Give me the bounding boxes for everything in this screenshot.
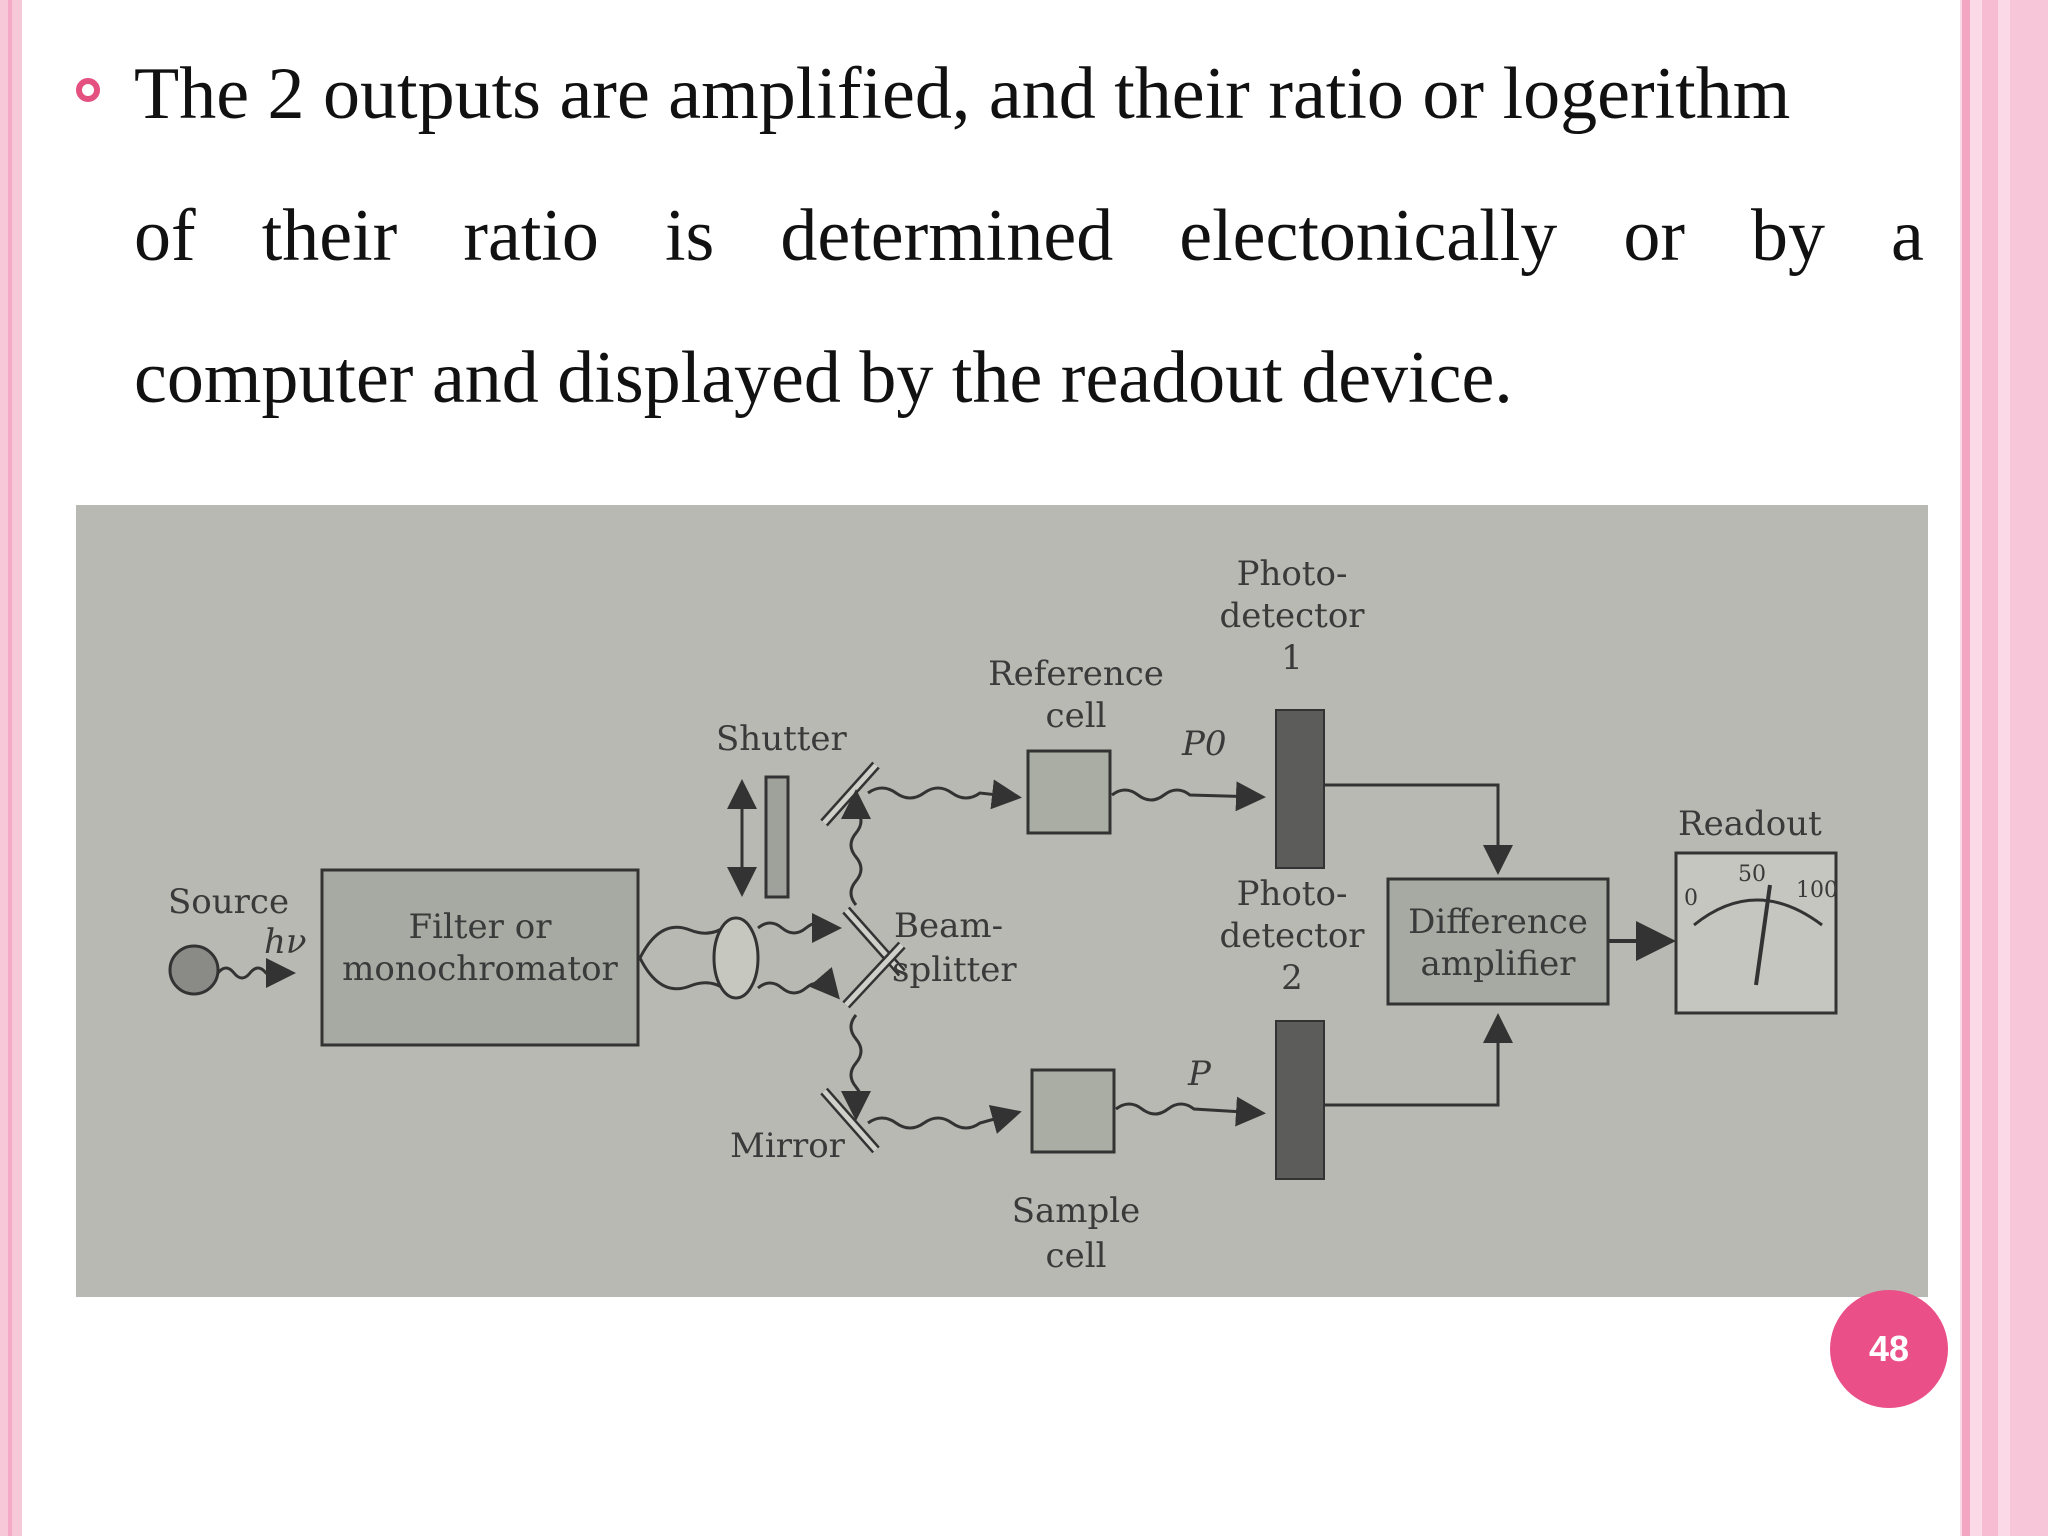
light-ray-p xyxy=(1115,1096,1266,1127)
light-ray-p0 xyxy=(1111,781,1266,812)
sample-cell-box xyxy=(1030,1068,1116,1154)
hv-label: hν xyxy=(264,922,307,962)
light-ray-lower xyxy=(638,957,727,992)
right-border-stripe xyxy=(1982,0,1998,1536)
word: is xyxy=(664,195,715,277)
source-lamp-icon xyxy=(168,944,220,996)
mirror-label: Mirror xyxy=(730,1126,846,1166)
page-number-badge: 48 xyxy=(1830,1290,1948,1408)
p0-label: P0 xyxy=(1181,724,1227,764)
meter-needle xyxy=(1754,884,1772,986)
beam-splitter-label-line1: Beam- xyxy=(894,906,1003,946)
photodetector-2 xyxy=(1275,1020,1325,1180)
amplifier-label-line2: amplifier xyxy=(1420,944,1576,984)
readout-label: Readout xyxy=(1678,804,1822,844)
shutter-label: Shutter xyxy=(716,719,848,759)
word: ratio xyxy=(463,195,599,277)
word: or xyxy=(1623,195,1685,277)
beam-splitter-label-line2: splitter xyxy=(892,950,1017,990)
source-label: Source xyxy=(168,882,289,922)
reference-cell-box xyxy=(1026,749,1112,835)
photodetector-1-label-line2: detector xyxy=(1219,596,1365,636)
amplifier-label-line1: Difference xyxy=(1408,902,1588,942)
word: determined xyxy=(780,195,1114,277)
shutter-plate xyxy=(764,775,790,899)
photodetector-1-label-line3: 1 xyxy=(1281,638,1303,678)
meter-scale-100: 100 xyxy=(1796,878,1838,903)
word: electonically xyxy=(1179,195,1558,277)
light-ray-upper xyxy=(638,924,727,959)
filter-label-line2: monochromator xyxy=(342,949,618,989)
sample-cell-label-line2: cell xyxy=(1046,1236,1107,1276)
word: their xyxy=(261,195,398,277)
photodetector-2-label-line2: detector xyxy=(1219,916,1365,956)
source-light-ray xyxy=(216,958,296,988)
meter-scale-arc xyxy=(1693,898,1823,927)
right-border-stripe xyxy=(2010,0,2048,1536)
lens-icon xyxy=(712,916,760,1000)
beam-splitter-second-face xyxy=(844,943,904,1007)
lower-mirror-face xyxy=(822,1089,878,1152)
light-ray-to-reference-cell xyxy=(867,779,1022,810)
wire-detector-2 xyxy=(1324,1013,1513,1107)
wire-detector-1 xyxy=(1324,783,1513,875)
word: a xyxy=(1891,195,1924,277)
meter-scale-0: 0 xyxy=(1684,886,1698,911)
photodetector-1 xyxy=(1275,709,1325,869)
left-border-decoration xyxy=(0,0,22,1536)
reference-cell-label-line1: Reference xyxy=(988,654,1164,694)
light-ray-to-upper-mirror xyxy=(841,789,871,906)
photodetector-2-label-line3: 2 xyxy=(1281,958,1303,998)
light-ray-to-splitter-upper xyxy=(757,913,842,943)
word: by xyxy=(1751,195,1825,277)
beam-splitter-face xyxy=(844,908,904,975)
filter-label-line1: Filter or xyxy=(409,907,553,947)
filter-monochromator-box xyxy=(320,868,640,1047)
sample-cell-label-line1: Sample xyxy=(1012,1191,1141,1231)
light-ray-to-splitter-lower xyxy=(757,967,840,1000)
meter-scale-50: 50 xyxy=(1738,862,1766,887)
word: of xyxy=(134,195,196,277)
readout-meter-box xyxy=(1674,851,1838,1015)
p-label: P xyxy=(1187,1054,1212,1094)
paragraph-line-3: computer and displayed by the readout de… xyxy=(134,337,1513,419)
paragraph-line-1: The 2 outputs are amplified, and their r… xyxy=(134,53,1791,135)
reference-cell-label-line2: cell xyxy=(1046,696,1107,736)
spectrophotometer-diagram: Source hν Filter or monochromator Shutte… xyxy=(76,505,1928,1297)
upper-mirror-face xyxy=(822,763,878,825)
diagram-svg: Source hν Filter or monochromator Shutte… xyxy=(168,554,1838,1276)
light-ray-to-sample-cell xyxy=(867,1104,1022,1134)
bullet-circle-icon xyxy=(76,78,100,102)
paragraph-line-2: of their ratio is determined electonical… xyxy=(134,194,1924,279)
light-ray-to-lower-mirror xyxy=(841,1014,871,1121)
photodetector-1-label-line1: Photo- xyxy=(1237,554,1348,594)
right-border-stripe xyxy=(1962,0,1970,1536)
difference-amplifier-box xyxy=(1386,877,1610,1006)
photodetector-2-label-line1: Photo- xyxy=(1237,874,1348,914)
